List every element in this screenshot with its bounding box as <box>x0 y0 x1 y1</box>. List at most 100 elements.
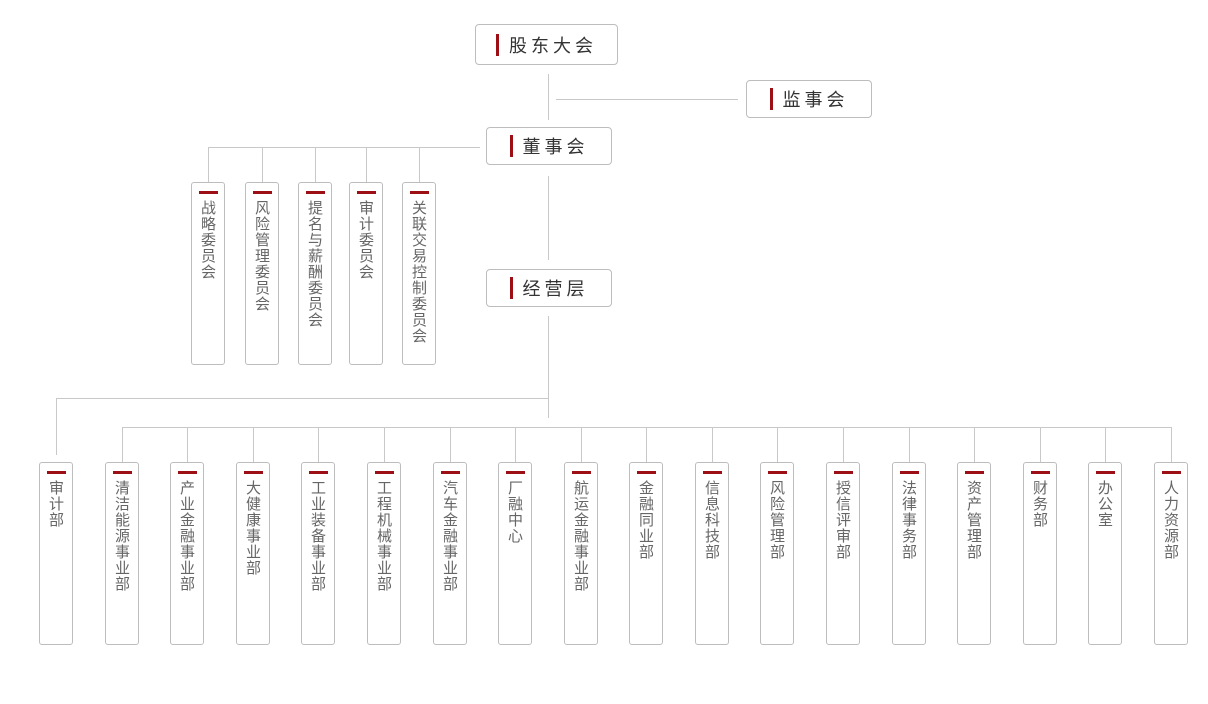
connector-line <box>318 427 319 462</box>
connector-line <box>262 147 263 182</box>
connector-line <box>909 427 910 462</box>
accent-bar <box>199 191 218 194</box>
accent-bar <box>357 191 376 194</box>
accent-bar <box>768 471 787 474</box>
connector-line <box>712 427 713 462</box>
accent-bar <box>506 471 525 474</box>
connector-line <box>56 398 548 399</box>
shareholders-meeting-node[interactable]: 股东大会 <box>475 24 618 65</box>
accent-bar <box>375 471 394 474</box>
connector-line <box>253 427 254 462</box>
node-label: 风险管理部 <box>768 480 786 560</box>
connector-line <box>419 147 420 182</box>
accent-bar <box>965 471 984 474</box>
connector-line <box>1040 427 1041 462</box>
connector-line <box>122 427 123 462</box>
dept-node[interactable]: 产业金融事业部 <box>170 462 204 645</box>
connector-line <box>122 427 1172 428</box>
committee-node[interactable]: 审计委员会 <box>349 182 383 365</box>
connector-line <box>556 99 738 100</box>
connector-line <box>843 427 844 462</box>
node-label: 提名与薪酬委员会 <box>306 200 324 328</box>
committee-node[interactable]: 关联交易控制委员会 <box>402 182 436 365</box>
accent-bar <box>572 471 591 474</box>
connector-line <box>366 147 367 182</box>
accent-bar <box>1096 471 1115 474</box>
committee-node[interactable]: 战略委员会 <box>191 182 225 365</box>
connector-line <box>646 427 647 462</box>
accent-bar <box>1162 471 1181 474</box>
node-label: 风险管理委员会 <box>253 200 271 312</box>
node-label: 工程机械事业部 <box>375 480 393 592</box>
node-label: 审计部 <box>47 480 65 528</box>
accent-bar <box>113 471 132 474</box>
node-label: 监事会 <box>782 90 849 111</box>
dept-node[interactable]: 航运金融事业部 <box>564 462 598 645</box>
accent-bar <box>509 277 513 299</box>
accent-bar <box>441 471 460 474</box>
node-label: 产业金融事业部 <box>178 480 196 592</box>
connector-line <box>208 147 480 148</box>
dept-node[interactable]: 风险管理部 <box>760 462 794 645</box>
connector-line <box>777 427 778 462</box>
accent-bar <box>769 88 773 110</box>
node-label: 办公室 <box>1096 480 1114 528</box>
connector-line <box>450 427 451 462</box>
dept-node[interactable]: 人力资源部 <box>1154 462 1188 645</box>
connector-line <box>384 427 385 462</box>
node-label: 审计委员会 <box>357 200 375 280</box>
connector-line <box>548 74 549 120</box>
connector-line <box>548 176 549 260</box>
node-label: 关联交易控制委员会 <box>410 200 428 344</box>
connector-line <box>208 147 209 182</box>
dept-node[interactable]: 财务部 <box>1023 462 1057 645</box>
node-label: 航运金融事业部 <box>572 480 590 592</box>
dept-node[interactable]: 法律事务部 <box>892 462 926 645</box>
accent-bar <box>509 135 513 157</box>
connector-line <box>974 427 975 462</box>
dept-node[interactable]: 工业装备事业部 <box>301 462 335 645</box>
connector-line <box>187 427 188 462</box>
node-label: 战略委员会 <box>199 200 217 280</box>
node-label: 汽车金融事业部 <box>441 480 459 592</box>
committee-node[interactable]: 提名与薪酬委员会 <box>298 182 332 365</box>
accent-bar <box>1031 471 1050 474</box>
node-label: 厂融中心 <box>506 480 524 544</box>
accent-bar <box>834 471 853 474</box>
connector-line <box>1171 427 1172 462</box>
node-label: 信息科技部 <box>703 480 721 560</box>
node-label: 金融同业部 <box>637 480 655 560</box>
accent-bar <box>410 191 429 194</box>
node-label: 清洁能源事业部 <box>113 480 131 592</box>
connector-line <box>1105 427 1106 462</box>
supervisory-board-node[interactable]: 监事会 <box>746 80 872 118</box>
dept-node[interactable]: 厂融中心 <box>498 462 532 645</box>
dept-node[interactable]: 清洁能源事业部 <box>105 462 139 645</box>
connector-line <box>548 316 549 418</box>
node-label: 授信评审部 <box>834 480 852 560</box>
committee-node[interactable]: 风险管理委员会 <box>245 182 279 365</box>
accent-bar <box>496 33 499 56</box>
dept-node[interactable]: 工程机械事业部 <box>367 462 401 645</box>
dept-node-audit[interactable]: 审计部 <box>39 462 73 645</box>
dept-node[interactable]: 大健康事业部 <box>236 462 270 645</box>
node-label: 资产管理部 <box>965 480 983 560</box>
accent-bar <box>703 471 722 474</box>
dept-node[interactable]: 金融同业部 <box>629 462 663 645</box>
board-of-directors-node[interactable]: 董事会 <box>486 127 612 165</box>
node-label: 董事会 <box>522 137 589 158</box>
accent-bar <box>306 191 325 194</box>
dept-node[interactable]: 汽车金融事业部 <box>433 462 467 645</box>
accent-bar <box>309 471 328 474</box>
accent-bar <box>253 191 272 194</box>
dept-node[interactable]: 资产管理部 <box>957 462 991 645</box>
accent-bar <box>244 471 263 474</box>
dept-node[interactable]: 授信评审部 <box>826 462 860 645</box>
node-label: 工业装备事业部 <box>309 480 327 592</box>
dept-node[interactable]: 信息科技部 <box>695 462 729 645</box>
management-node[interactable]: 经营层 <box>486 269 612 307</box>
dept-node[interactable]: 办公室 <box>1088 462 1122 645</box>
accent-bar <box>900 471 919 474</box>
accent-bar <box>637 471 656 474</box>
